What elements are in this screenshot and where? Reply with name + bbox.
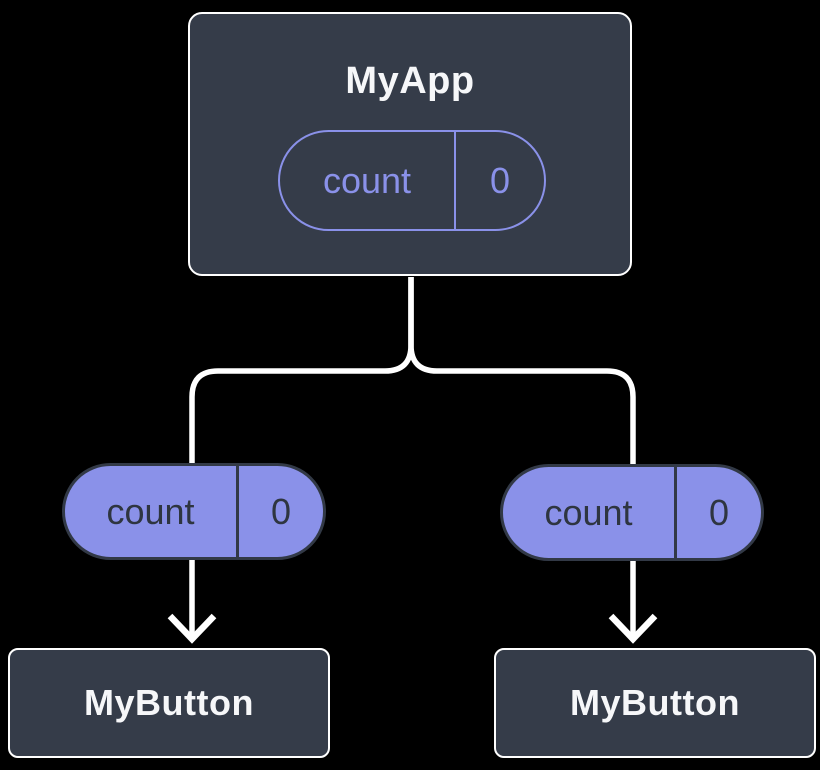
state-pill: count 0	[278, 130, 546, 231]
myapp-node-title: MyApp	[345, 60, 475, 102]
mybutton-node-left-title: MyButton	[84, 682, 254, 723]
mybutton-node-right-title: MyButton	[570, 682, 740, 723]
arrow-head-right-icon	[608, 613, 658, 644]
branch-line-left	[189, 277, 414, 463]
state-pill-value: 0	[489, 159, 511, 201]
prop-pill-left: count 0	[62, 463, 326, 560]
mybutton-node-left: MyButton	[8, 648, 330, 758]
state-pill-label: count	[280, 132, 456, 229]
arrow-head-left-icon	[167, 613, 217, 644]
branch-line-right	[408, 277, 636, 464]
prop-pill-left-value: 0	[270, 490, 292, 532]
myapp-node: MyApp count 0	[188, 12, 632, 276]
prop-pill-right-label: count	[503, 467, 677, 558]
prop-pill-right: count 0	[500, 464, 764, 561]
prop-pill-right-value: 0	[708, 491, 730, 533]
mybutton-node-right: MyButton	[494, 648, 816, 758]
prop-pill-left-label: count	[65, 466, 239, 557]
